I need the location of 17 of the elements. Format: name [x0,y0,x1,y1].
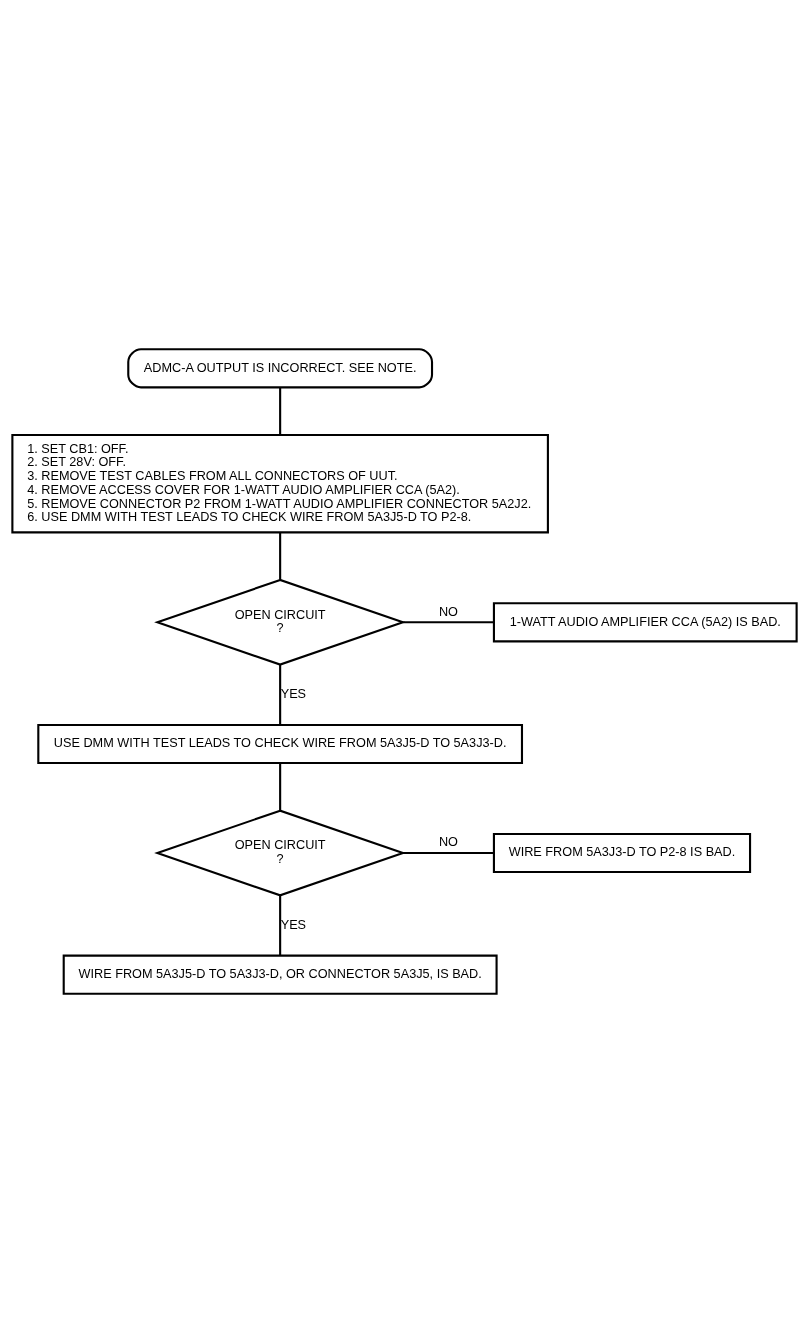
node-box: USE DMM WITH TEST LEADS TO CHECK WIRE FROM 5A3J5-D TO 5A3J3-D. [37,723,524,764]
connector [403,851,494,854]
connector [279,762,282,811]
edge-label: NO [438,604,458,619]
node-box: 1. SET CB1: OFF. 2. SET 28V: OFF. 3. REMOVE TEST CABLES FROM ALL CONNECTORS OF UUT. 4. REMOVE ACCESS COVER FOR 1-WATT AUDIO AMPLIFIER CCA (5A2). 5. REMOVE CONNECTOR P2 FROM 1-WATT AUDIO AMPLIFIER CONNECTOR 5A2J2. 6. USE DMM WITH TEST LEADS TO CHECK WIRE FROM 5A3J5-D TO P2-8. [11,433,549,533]
edge-label: YES [280,917,307,932]
edge-label: YES [280,686,307,701]
connector [279,531,282,580]
node-box: WIRE FROM 5A3J3-D TO P2-8 IS BAD. [492,832,752,873]
edge-label: NO [438,834,458,849]
connector [279,664,282,725]
node-box: 1-WATT AUDIO AMPLIFIER CCA (5A2) IS BAD. [492,601,798,642]
connector [403,620,494,623]
node-box: ADMC-A OUTPUT IS INCORRECT. SEE NOTE. [127,347,434,388]
connector [279,895,282,956]
node-box: WIRE FROM 5A3J5-D TO 5A3J3-D, OR CONNECTOR 5A3J5, IS BAD. [62,954,498,995]
connector [279,387,282,435]
